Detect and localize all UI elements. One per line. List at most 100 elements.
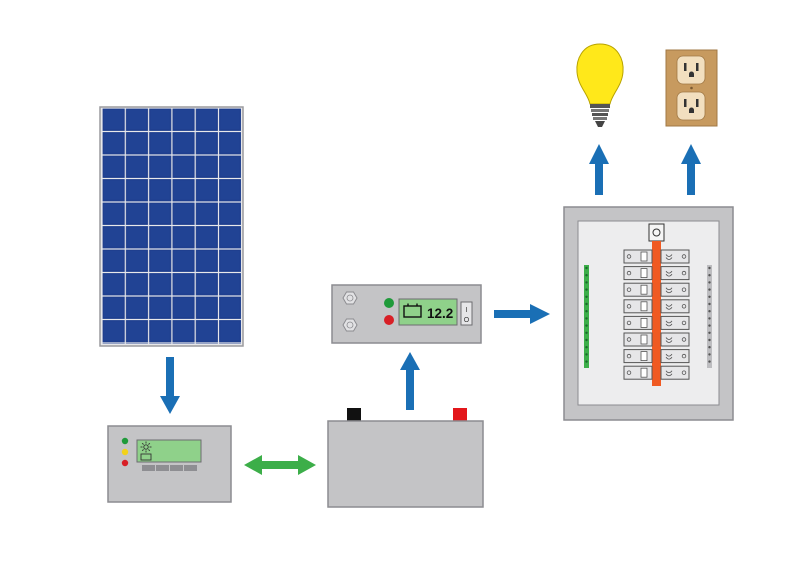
breaker-screw xyxy=(626,304,632,309)
breaker-left[interactable] xyxy=(623,332,653,347)
ground-bus-screw xyxy=(585,266,588,270)
arrow-inverter-to-panel xyxy=(494,304,550,324)
ground-bus-screws xyxy=(585,266,588,363)
hot-bus-bar xyxy=(652,241,661,386)
breaker-panel-icon xyxy=(563,206,734,421)
breaker-screw xyxy=(681,370,687,375)
breaker-toggle[interactable] xyxy=(640,351,648,362)
breaker-wire xyxy=(665,353,673,360)
neutral-bus-screw xyxy=(708,338,711,342)
breaker-row xyxy=(623,249,690,264)
inverter-terminal-top xyxy=(342,291,358,305)
breaker-right[interactable] xyxy=(660,315,690,330)
ground-bus-screw xyxy=(585,353,588,356)
breaker-row xyxy=(623,315,690,330)
breaker-toggle[interactable] xyxy=(640,284,648,295)
breaker-toggle[interactable] xyxy=(640,251,648,262)
neutral-bus-screw xyxy=(708,360,711,363)
battery-icon xyxy=(327,408,484,508)
arrow-panel-to-outlet xyxy=(681,144,701,195)
breaker-right[interactable] xyxy=(660,282,690,297)
wall-outlet-icon xyxy=(665,49,718,127)
inverter-power-switch[interactable] xyxy=(460,301,473,326)
breaker-wire xyxy=(665,320,673,327)
breaker-right[interactable] xyxy=(660,249,690,264)
breaker-row xyxy=(623,349,690,364)
breaker-screw xyxy=(681,320,687,326)
breaker-row xyxy=(623,282,690,297)
battery-negative-terminal xyxy=(347,408,361,422)
breaker-toggle[interactable] xyxy=(640,367,648,378)
neutral-bus-screw xyxy=(708,310,711,313)
breaker-screw xyxy=(681,270,687,276)
neutral-bus-screw xyxy=(708,302,711,306)
breaker-screw xyxy=(626,254,632,259)
breaker-left[interactable] xyxy=(623,282,653,297)
breaker-toggle[interactable] xyxy=(640,334,648,345)
breaker-left[interactable] xyxy=(623,315,653,330)
inverter-battery-icon xyxy=(403,303,422,318)
ground-bus-screw xyxy=(585,324,588,327)
controller-lcd-screen xyxy=(136,439,202,463)
arrow-panel-to-bulb xyxy=(589,144,609,195)
breaker-rows xyxy=(623,249,690,380)
neutral-bus-screw xyxy=(708,324,711,327)
breaker-wire xyxy=(665,337,673,343)
breaker-left[interactable] xyxy=(623,299,653,314)
breaker-screw xyxy=(626,270,632,276)
breaker-right[interactable] xyxy=(660,266,690,281)
breaker-left[interactable] xyxy=(623,266,653,281)
breaker-screw xyxy=(681,287,687,292)
main-breaker[interactable] xyxy=(648,223,665,242)
breaker-toggle[interactable] xyxy=(640,301,648,312)
breaker-right[interactable] xyxy=(660,349,690,364)
ground-bus-screw xyxy=(585,338,588,342)
arrow-controller-battery xyxy=(244,455,316,475)
breaker-screw xyxy=(626,337,632,342)
ground-bus-screw xyxy=(585,317,588,320)
controller-button-3[interactable] xyxy=(170,465,183,471)
breaker-wire xyxy=(665,370,673,377)
inverter-icon: 12.2 I O xyxy=(331,284,482,344)
breaker-screw xyxy=(626,320,632,326)
breaker-left[interactable] xyxy=(623,349,653,364)
inverter-led-green xyxy=(384,298,394,308)
breaker-right[interactable] xyxy=(660,365,690,380)
sun-icon xyxy=(140,441,152,453)
breaker-right[interactable] xyxy=(660,299,690,314)
controller-battery-icon xyxy=(140,453,152,461)
neutral-bus-screw xyxy=(708,274,711,277)
controller-buttons xyxy=(142,465,197,471)
arrow-battery-to-inverter xyxy=(400,352,420,410)
ground-bus-screw xyxy=(585,331,588,334)
charge-controller-icon xyxy=(107,425,232,503)
breaker-screw xyxy=(681,304,687,309)
breaker-screw xyxy=(681,337,687,342)
breaker-left[interactable] xyxy=(623,249,653,264)
breaker-wire xyxy=(665,254,673,260)
ground-bus-bar xyxy=(584,265,589,368)
controller-led-green xyxy=(121,437,129,445)
controller-button-4[interactable] xyxy=(184,465,197,471)
breaker-wire xyxy=(665,304,673,310)
inverter-switch-off-label: O xyxy=(464,317,470,324)
breaker-right[interactable] xyxy=(660,332,690,347)
controller-button-1[interactable] xyxy=(142,465,155,471)
neutral-bus-screw xyxy=(708,266,711,270)
neutral-bus-screw xyxy=(708,331,711,334)
neutral-bus-screw xyxy=(708,353,711,356)
breaker-toggle[interactable] xyxy=(640,317,648,328)
breaker-row xyxy=(623,365,690,380)
breaker-left[interactable] xyxy=(623,365,653,380)
ground-bus-screw xyxy=(585,288,588,291)
breaker-screw xyxy=(626,287,632,292)
battery-positive-terminal xyxy=(453,408,467,422)
inverter-voltage-readout: 12.2 xyxy=(427,306,453,321)
breaker-toggle[interactable] xyxy=(640,268,648,279)
inverter-switch-on-label: I xyxy=(466,307,468,314)
solar-panel-icon xyxy=(99,106,244,347)
controller-button-2[interactable] xyxy=(156,465,169,471)
ground-bus-screw xyxy=(585,295,588,298)
ground-bus-screw xyxy=(585,274,588,277)
